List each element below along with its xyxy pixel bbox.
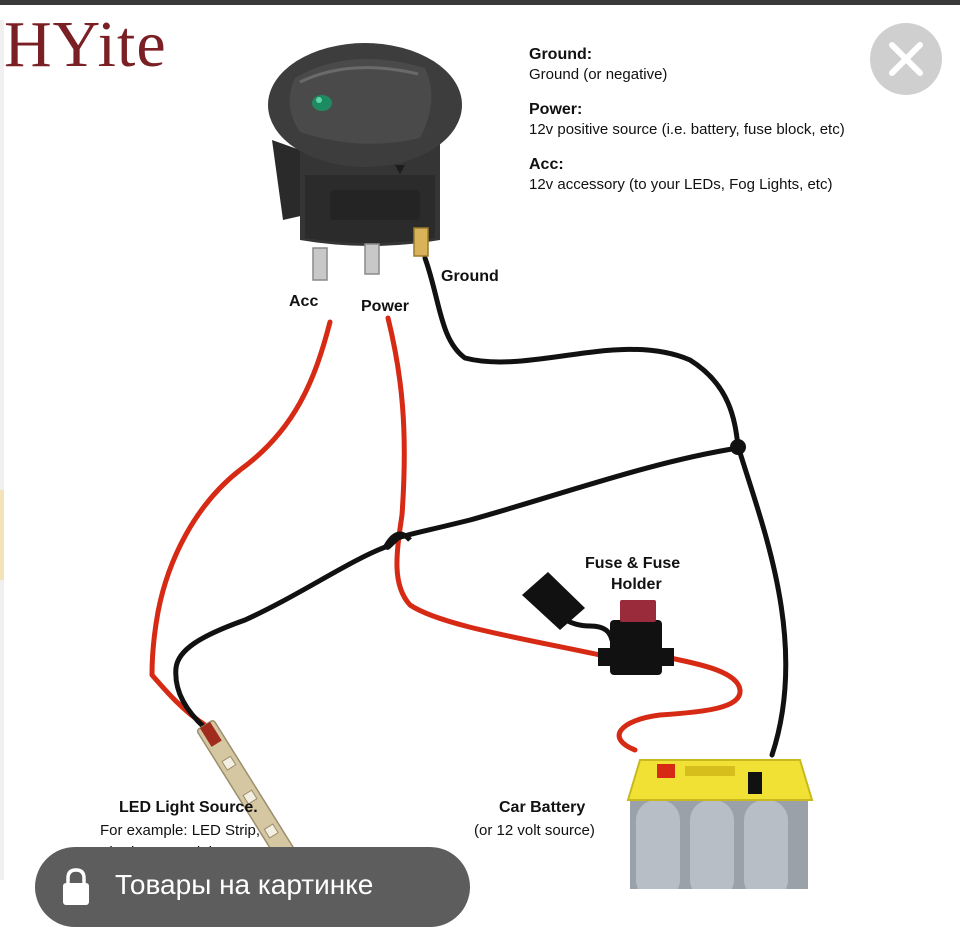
green-led-icon: [312, 95, 332, 111]
switch-rocker: [289, 59, 432, 144]
switch-front-recess: [330, 190, 420, 220]
switch-rocker-highlight: [299, 66, 419, 84]
legend-definition: 12v positive source (i.e. battery, fuse …: [529, 121, 845, 138]
battery-negative-terminal: [748, 772, 762, 794]
fuse-cap: [522, 572, 585, 630]
switch-notch: [395, 165, 405, 174]
fuse-to-battery-wire: [616, 655, 743, 753]
rocker-switch: [268, 43, 462, 281]
close-button[interactable]: [870, 23, 942, 95]
legend-item-power: Power: 12v positive source (i.e. battery…: [529, 100, 949, 139]
legend-term: Power:: [529, 101, 583, 118]
led-title: LED Light Source.: [119, 799, 258, 816]
wiring-diagram: [149, 43, 814, 889]
wire-hop: [382, 531, 412, 550]
fuse-label-line1: Fuse & Fuse: [585, 555, 681, 572]
ground-terminal: [413, 227, 429, 257]
led-desc-line1: For example: LED Strip,: [100, 822, 261, 839]
products-in-image-button[interactable]: Товары на картинке: [35, 847, 470, 927]
car-battery: [626, 759, 814, 889]
legend-definition: 12v accessory (to your LEDs, Fog Lights,…: [529, 176, 833, 193]
battery-title: Car Battery: [499, 799, 586, 816]
legend-term: Ground:: [529, 46, 593, 63]
led-strip: [196, 720, 298, 866]
fuse-label-line2: Holder: [611, 576, 662, 593]
legend-item-ground: Ground: Ground (or negative): [529, 45, 949, 84]
black-wires: [173, 255, 789, 758]
close-icon: [889, 42, 923, 76]
brand-logo: HYite: [4, 8, 167, 81]
ground-junction: [730, 439, 746, 455]
legend-item-acc: Acc: 12v accessory (to your LEDs, Fog Li…: [529, 155, 949, 194]
terminal-legend: Ground: Ground (or negative) Power: 12v …: [529, 45, 949, 210]
fuse-ear-left: [598, 648, 612, 666]
battery-label-strip: [685, 766, 735, 776]
power-wire: [385, 315, 603, 658]
ground-label: Ground: [441, 268, 499, 285]
top-status-bar: [0, 0, 960, 5]
acc-terminal: [312, 247, 328, 281]
led-glint: [316, 97, 322, 103]
left-edge-strip: [0, 20, 4, 880]
red-wires: [149, 315, 743, 753]
switch-side-tab: [272, 140, 305, 220]
fuse-holder: [522, 572, 674, 675]
products-in-image-label: Товары на картинке: [115, 869, 374, 900]
legend-term: Acc:: [529, 156, 564, 173]
power-terminal: [364, 243, 380, 275]
fuse-body: [610, 620, 662, 675]
fuse-ear-right: [660, 648, 674, 666]
ground-wire: [422, 255, 789, 758]
lock-icon: [63, 868, 89, 905]
legend-definition: Ground (or negative): [529, 66, 668, 83]
acc-wire: [149, 319, 333, 728]
battery-positive-terminal: [657, 764, 675, 778]
left-edge-accent: [0, 490, 4, 580]
power-label: Power: [361, 298, 410, 315]
acc-label: Acc: [289, 293, 319, 310]
fuse-blade: [620, 600, 656, 622]
battery-desc: (or 12 volt source): [474, 822, 595, 839]
